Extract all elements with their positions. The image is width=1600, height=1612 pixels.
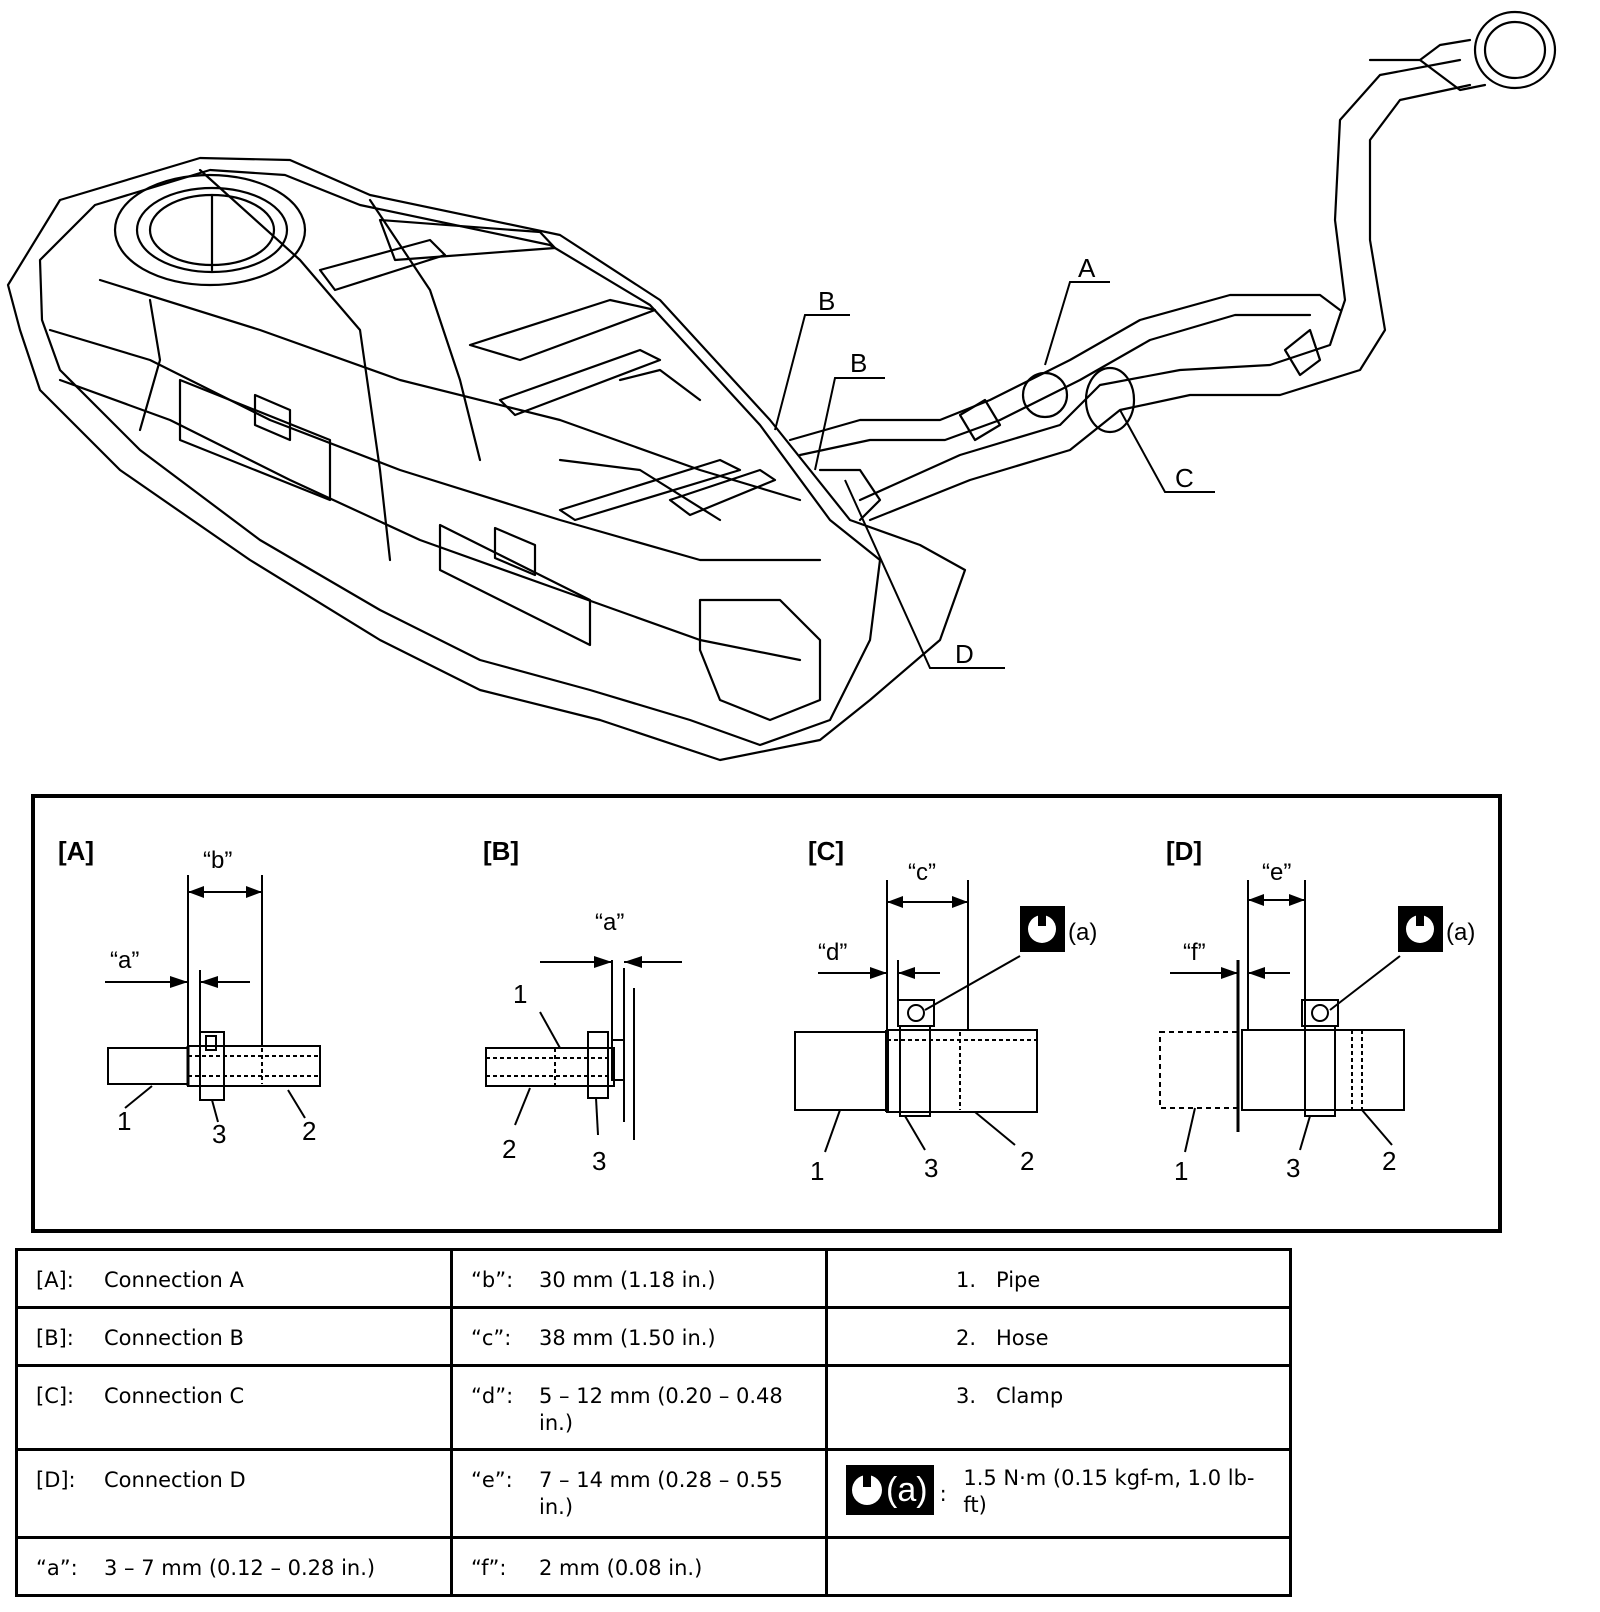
part-1-label-B: 1	[513, 979, 527, 1009]
callout-line-D	[844, 479, 1005, 669]
legend-row: [B]: Connection B “c”: 38 mm (1.50 in.) 2.…	[15, 1306, 1292, 1367]
legend-key: “c”:	[471, 1326, 512, 1350]
torque-label-C: (a)	[1068, 919, 1097, 946]
dim-a-label-A: “a”	[110, 947, 139, 974]
torque-badge-label: (a)	[886, 1470, 928, 1509]
legend-value: 2 mm (0.08 in.)	[539, 1556, 703, 1580]
callout-D: D	[955, 639, 974, 669]
part-2-label-D: 2	[1382, 1146, 1396, 1176]
callout-line-C	[1119, 409, 1215, 493]
legend-key: 2.	[955, 1326, 976, 1350]
callout-line-B1	[774, 314, 850, 431]
breather-hose	[788, 293, 1342, 442]
detail-B-title: [B]	[483, 836, 519, 866]
dim-f-label: “f”	[1183, 939, 1206, 966]
legend-row: “a”: 3 – 7 mm (0.12 – 0.28 in.) “f”: 2 mm …	[15, 1536, 1292, 1597]
part-3-label-C: 3	[924, 1153, 938, 1183]
part-3-label-A: 3	[212, 1119, 226, 1149]
fuel-tank-illustration: A B B C D	[6, 10, 1557, 762]
callout-line-A	[1044, 281, 1110, 366]
callout-line-B2	[814, 377, 885, 471]
legend-value: 30 mm (1.18 in.)	[539, 1268, 716, 1292]
legend-empty-cell	[825, 1536, 1292, 1597]
part-1-label-A: 1	[117, 1106, 131, 1136]
wrench-icon	[852, 1473, 882, 1505]
legend-key: [A]:	[36, 1268, 74, 1292]
legend-key: “b”:	[471, 1268, 514, 1292]
dim-c-label: “c”	[908, 859, 936, 886]
detail-C: [C] (a)	[794, 836, 1097, 1186]
legend-value: 3 – 7 mm (0.12 – 0.28 in.)	[104, 1556, 376, 1580]
detail-D-title: [D]	[1166, 836, 1202, 866]
dim-e-label: “e”	[1262, 859, 1291, 886]
legend-key: 3.	[955, 1384, 976, 1408]
callout-B1: B	[818, 286, 835, 316]
legend-value: Connection B	[104, 1326, 244, 1350]
tank-flange	[6, 156, 967, 762]
legend-value: Clamp	[996, 1384, 1064, 1408]
legend-value: Connection A	[104, 1268, 244, 1292]
part-1-label-C: 1	[810, 1156, 824, 1186]
callout-C: C	[1175, 463, 1194, 493]
torque-badge-C: (a)	[1020, 906, 1097, 952]
legend-row: [A]: Connection A “b”: 30 mm (1.18 in.) 1.…	[15, 1248, 1292, 1309]
legend-value: 1.5 N·m (0.15 kgf-m, 1.0 lb-ft)	[963, 1466, 1255, 1517]
part-3-label-D: 3	[1286, 1153, 1300, 1183]
legend-value: 7 – 14 mm (0.28 – 0.55 in.)	[539, 1468, 783, 1519]
filler-pipe	[858, 58, 1462, 502]
legend-value: 38 mm (1.50 in.)	[539, 1326, 716, 1350]
legend-row: [D]: Connection D “e”: 7 – 14 mm (0.28 – 0…	[15, 1448, 1292, 1539]
detail-D: [D] (a)	[1159, 836, 1475, 1186]
detail-C-title: [C]	[808, 836, 844, 866]
legend-table: [A]: Connection A “b”: 30 mm (1.18 in.) 1.…	[15, 1248, 1292, 1597]
dim-b-label: “b”	[203, 847, 232, 874]
filler-cap	[1473, 10, 1557, 90]
legend-value: Pipe	[996, 1268, 1041, 1292]
legend-key: [B]:	[36, 1326, 74, 1350]
dim-a-label-B: “a”	[595, 909, 624, 936]
torque-badge-D: (a)	[1398, 906, 1475, 952]
detail-A-title: [A]	[58, 836, 94, 866]
dim-d-label: “d”	[818, 939, 847, 966]
torque-badge-legend: (a)	[846, 1465, 934, 1515]
legend-key: “d”:	[471, 1384, 514, 1408]
legend-row: [C]: Connection C “d”: 5 – 12 mm (0.20 – 0…	[15, 1364, 1292, 1451]
torque-label-D: (a)	[1446, 919, 1475, 946]
part-2-label-A: 2	[302, 1116, 316, 1146]
detail-A: [A] “b” “a” 1 3 2	[58, 836, 321, 1149]
detail-panel: [A] “b” “a” 1 3 2	[31, 794, 1502, 1233]
detail-panel-border	[31, 794, 1502, 1233]
detail-B: [B] “a” 1 2 3	[483, 836, 682, 1176]
callout-B2: B	[850, 348, 867, 378]
legend-key: [C]:	[36, 1384, 75, 1408]
legend-value: Connection C	[104, 1384, 245, 1408]
legend-key: “a”:	[36, 1556, 78, 1580]
part-2-label-C: 2	[1020, 1146, 1034, 1176]
legend-value: Connection D	[104, 1468, 246, 1492]
legend-key: “e”:	[471, 1468, 513, 1492]
legend-value: Hose	[996, 1326, 1049, 1350]
callout-A: A	[1078, 253, 1096, 283]
legend-value: 5 – 12 mm (0.20 – 0.48 in.)	[539, 1384, 783, 1435]
pump-ring	[113, 173, 307, 287]
legend-key: [D]:	[36, 1468, 76, 1492]
legend-colon: :	[939, 1482, 947, 1506]
part-2-label-B: 2	[502, 1134, 516, 1164]
part-1-label-D: 1	[1174, 1156, 1188, 1186]
legend-key: “f”:	[471, 1556, 507, 1580]
legend-key: 1.	[955, 1268, 976, 1292]
tank-body	[38, 168, 882, 747]
part-3-label-B: 3	[592, 1146, 606, 1176]
